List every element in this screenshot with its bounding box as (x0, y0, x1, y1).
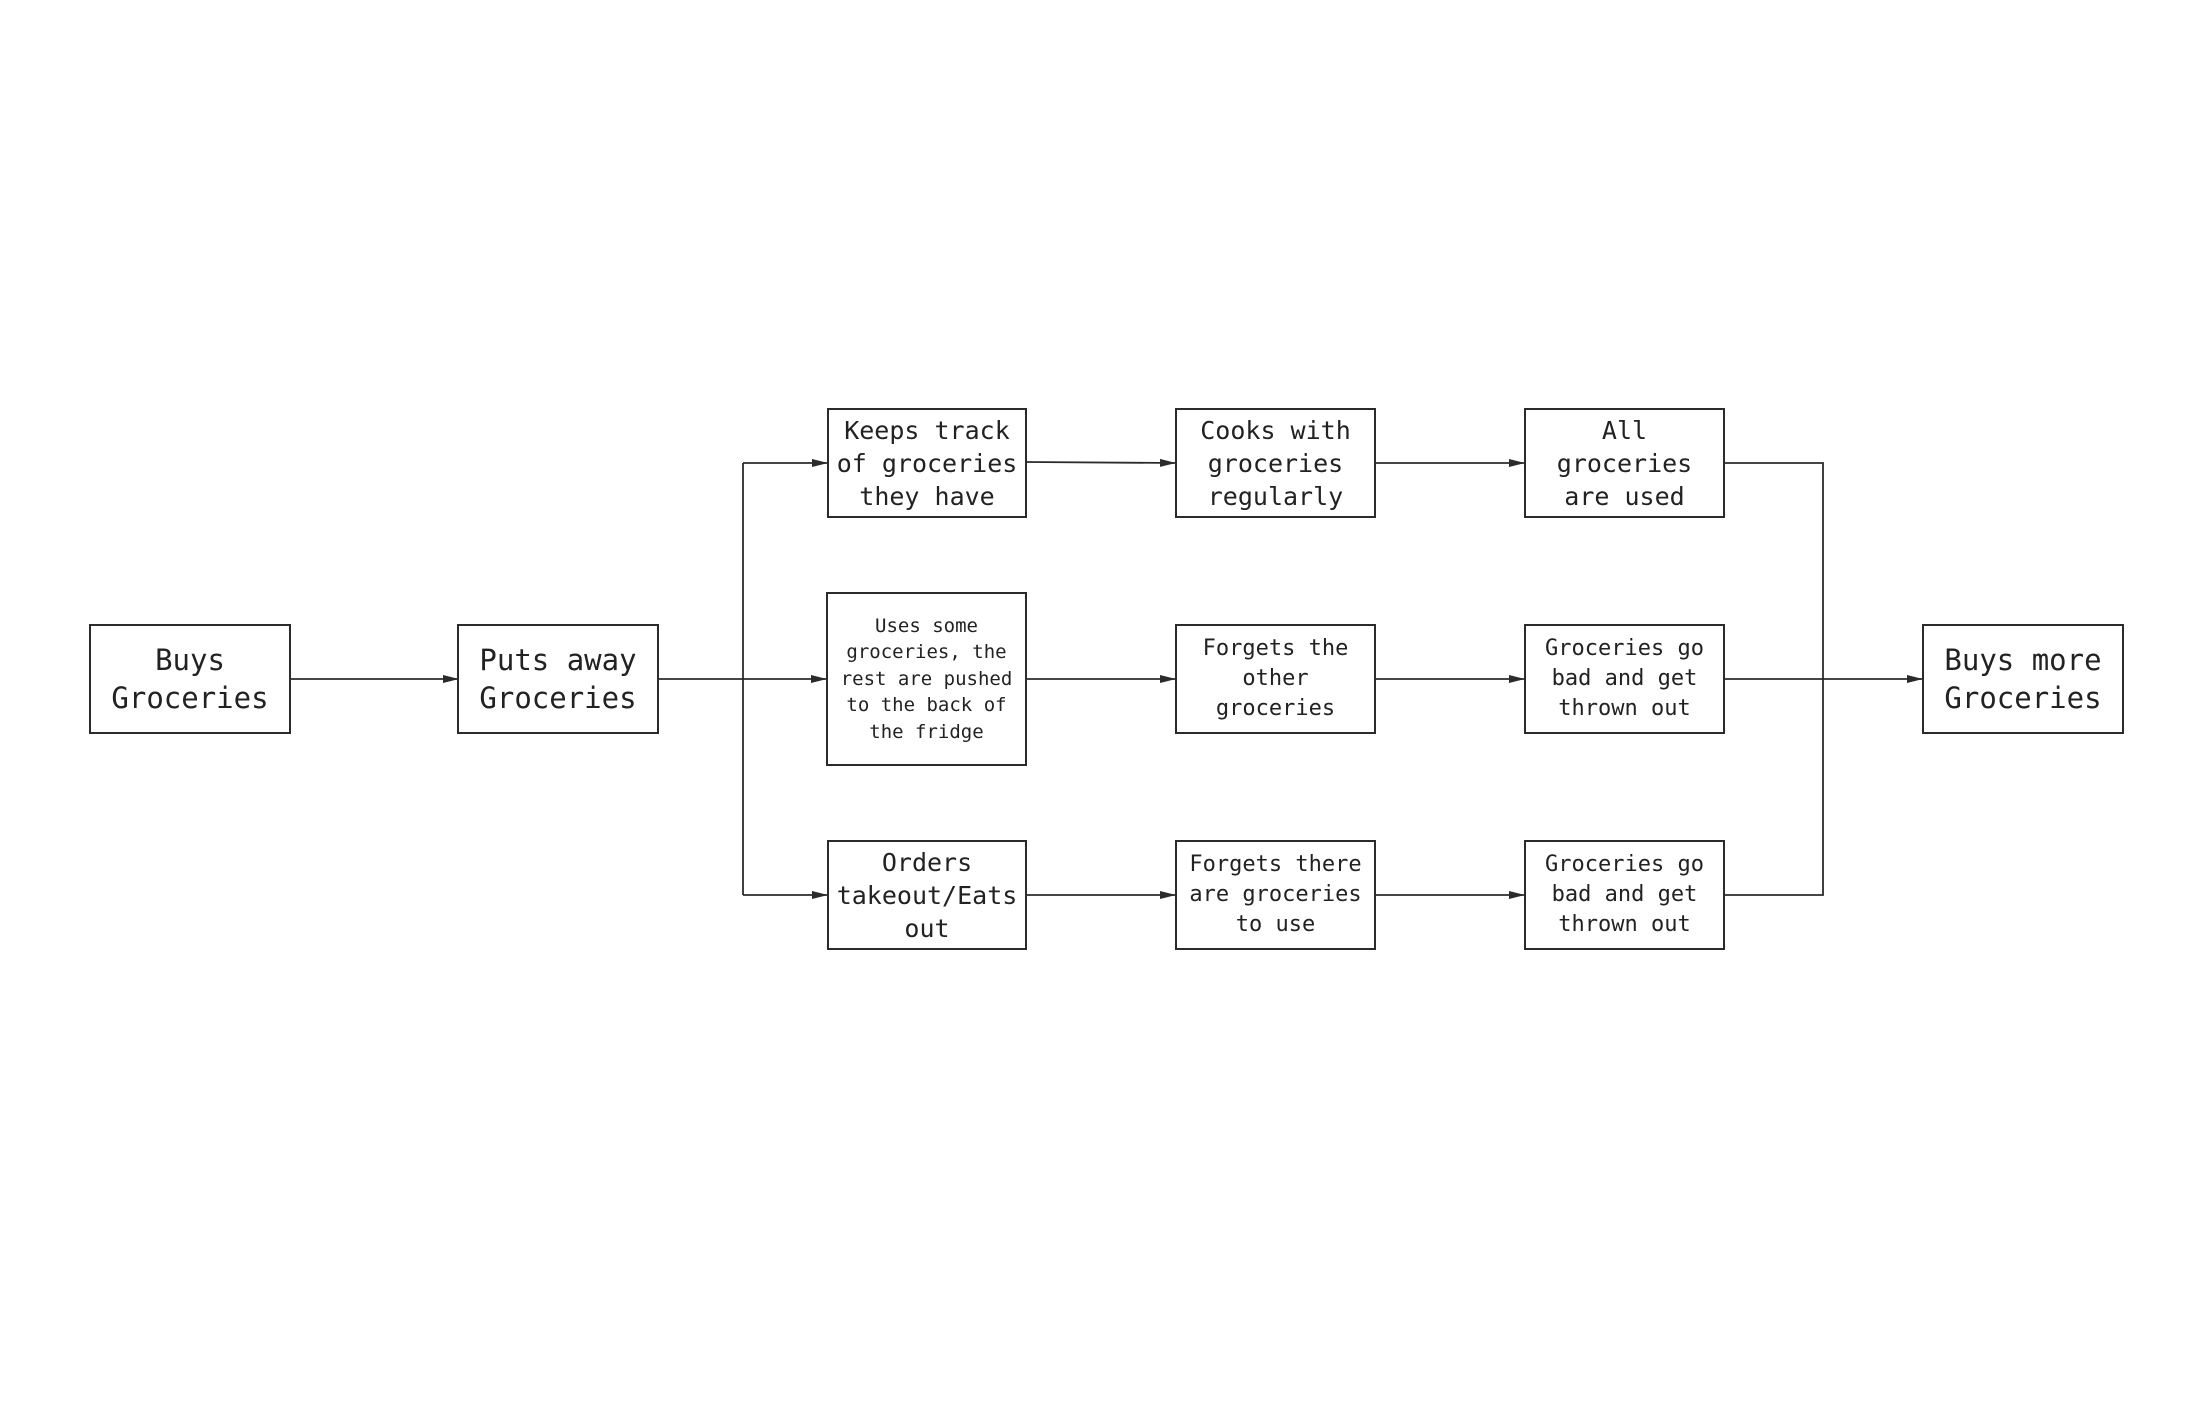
node-label: All groceries are used (1556, 415, 1693, 511)
node-label: Buys Groceries (111, 643, 269, 715)
node-uses-some-groceries: Uses some groceries, the rest are pushed… (826, 592, 1027, 766)
node-buys-groceries: Buys Groceries (89, 624, 291, 734)
node-keeps-track: Keeps track of groceries they have (827, 408, 1027, 518)
node-label: Puts away Groceries (479, 643, 637, 715)
node-label: Groceries go bad and get thrown out (1545, 852, 1704, 937)
node-label: Uses some groceries, the rest are pushed… (840, 614, 1013, 743)
node-forgets-there-are-groceries: Forgets there are groceries to use (1175, 840, 1376, 950)
node-cooks-with-groceries: Cooks with groceries regularly (1175, 408, 1376, 518)
node-label: Cooks with groceries regularly (1200, 415, 1351, 511)
node-forgets-other-groceries: Forgets the other groceries (1175, 624, 1376, 734)
node-orders-takeout: Orders takeout/Eats out (827, 840, 1027, 950)
node-all-groceries-used: All groceries are used (1524, 408, 1725, 518)
node-label: Forgets the other groceries (1202, 636, 1349, 721)
node-label: Orders takeout/Eats out (836, 847, 1018, 943)
node-label: Keeps track of groceries they have (836, 415, 1018, 511)
node-label: Buys more Groceries (1944, 643, 2102, 715)
node-groceries-go-bad-middle: Groceries go bad and get thrown out (1524, 624, 1725, 734)
node-buys-more-groceries: Buys more Groceries (1922, 624, 2124, 734)
node-puts-away-groceries: Puts away Groceries (457, 624, 659, 734)
node-label: Groceries go bad and get thrown out (1545, 636, 1704, 721)
node-groceries-go-bad-bottom: Groceries go bad and get thrown out (1524, 840, 1725, 950)
arrow-keeps-track-to-cooks (1026, 458, 1176, 467)
node-label: Forgets there are groceries to use (1189, 852, 1362, 937)
